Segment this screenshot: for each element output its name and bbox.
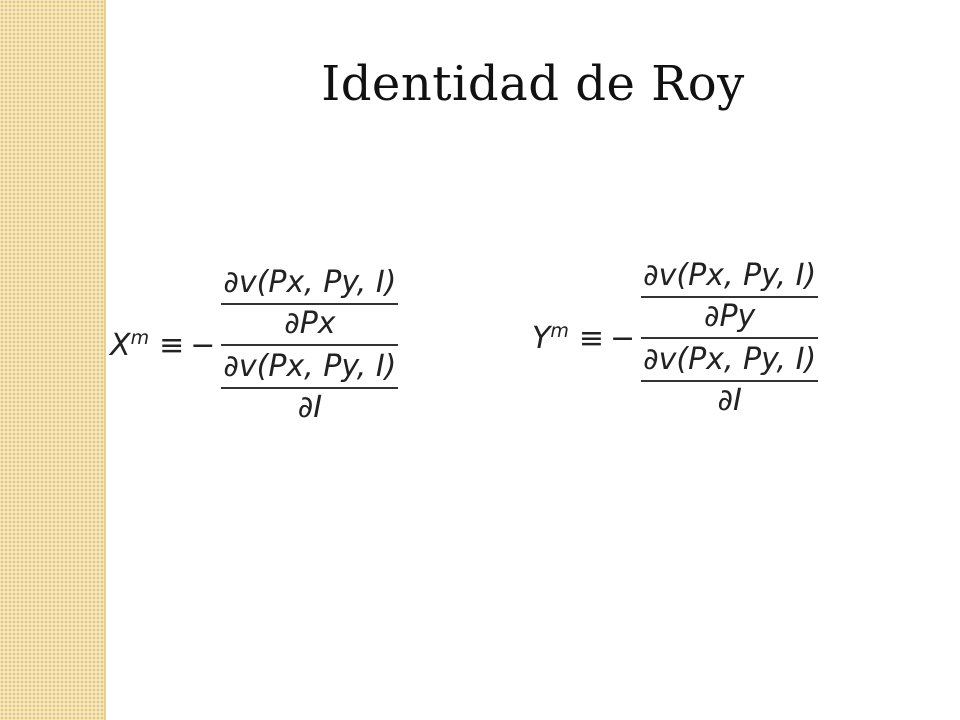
formula-y-bottom-numerator: ∂v(Px, Py, I) [643, 342, 817, 377]
formula-y-main-fraction-bar [641, 337, 819, 339]
formula-x-lhs: Xm [110, 327, 149, 363]
formula-y-top-numerator: ∂v(Px, Py, I) [643, 258, 817, 293]
formula-y-lhs: Ym [532, 320, 569, 356]
formula-y-bottom-fraction-bar [641, 380, 819, 382]
formula-x-top-fraction: ∂v(Px, Py, I) ∂Px [221, 265, 399, 341]
decorative-side-strip [0, 0, 106, 720]
formula-y-top-denominator: ∂Py [703, 299, 756, 334]
formula-y-lhs-base: Y [532, 321, 551, 356]
formula-y-minus-sign: − [609, 320, 636, 356]
formula-y-lhs-superscript: m [550, 320, 569, 342]
formula-y-outer-fraction: ∂v(Px, Py, I) ∂Py ∂v(Px, Py, I) ∂I [641, 258, 819, 418]
formula-y-top-fraction-bar [641, 296, 819, 298]
formula-x-minus-sign: − [190, 327, 216, 363]
roy-identity-x-formula: Xm ≡ − ∂v(Px, Py, I) ∂Px ∂v(Px, Py, I) ∂… [110, 265, 399, 425]
formula-y-top-fraction: ∂v(Px, Py, I) ∂Py [641, 258, 819, 334]
formula-y-bottom-fraction: ∂v(Px, Py, I) ∂I [641, 342, 819, 418]
roy-identity-y-formula: Ym ≡ − ∂v(Px, Py, I) ∂Py ∂v(Px, Py, I) ∂… [532, 258, 819, 418]
formula-x-equiv-sign: ≡ [159, 327, 185, 363]
formula-y-bottom-denominator: ∂I [717, 383, 742, 418]
formula-x-top-denominator: ∂Px [284, 306, 336, 341]
formula-x-lhs-base: X [110, 328, 131, 363]
formula-x-bottom-denominator: ∂I [297, 390, 323, 425]
formula-x-bottom-fraction-bar [221, 387, 399, 389]
formula-x-main-fraction-bar [221, 344, 399, 346]
formula-x-top-numerator: ∂v(Px, Py, I) [223, 265, 397, 300]
formula-x-bottom-fraction: ∂v(Px, Py, I) ∂I [221, 349, 399, 425]
formula-x-outer-fraction: ∂v(Px, Py, I) ∂Px ∂v(Px, Py, I) ∂I [221, 265, 399, 425]
formula-x-bottom-numerator: ∂v(Px, Py, I) [223, 349, 397, 384]
formula-y-equiv-sign: ≡ [578, 320, 604, 356]
slide-title: Identidad de Roy [321, 56, 745, 112]
formula-x-top-fraction-bar [221, 303, 399, 305]
formula-x-lhs-superscript: m [130, 327, 150, 349]
